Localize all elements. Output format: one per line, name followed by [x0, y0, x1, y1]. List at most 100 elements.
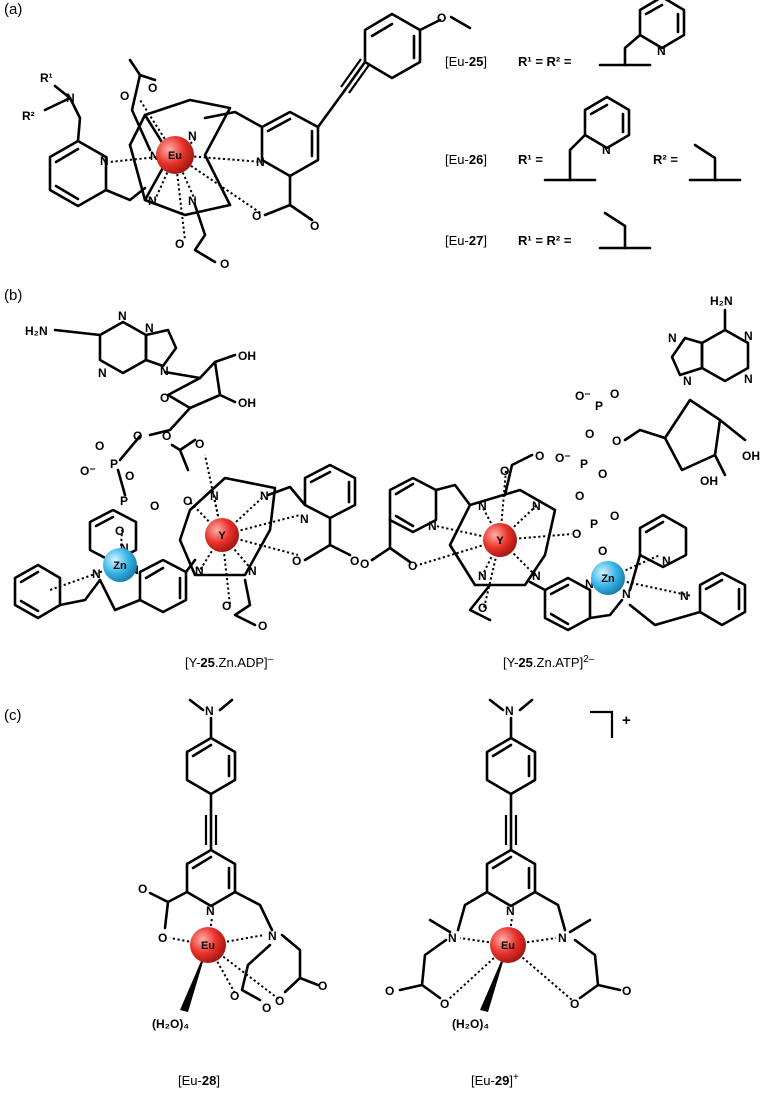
- svg-text:O: O: [95, 439, 104, 453]
- complex-label-25: [Eu-25] R¹ = R² =: [445, 54, 572, 69]
- svg-text:O: O: [622, 984, 631, 998]
- svg-text:Eu: Eu: [201, 940, 215, 952]
- carboxylate-o2: O: [310, 219, 319, 233]
- svg-text:N: N: [505, 704, 514, 718]
- amine-n: N: [66, 91, 75, 105]
- svg-text:O: O: [162, 429, 171, 443]
- svg-text:O: O: [158, 931, 167, 945]
- bracket-charge: +: [622, 712, 631, 729]
- y-metal-center-left: Y: [205, 518, 239, 552]
- svg-text:N: N: [683, 374, 692, 388]
- acetate-top-o2: O: [148, 81, 157, 95]
- svg-text:N: N: [585, 577, 594, 591]
- caption-y25-zn-atp: [Y-25.Zn.ATP]2–: [503, 654, 595, 671]
- svg-text:O: O: [318, 979, 327, 993]
- cyclen-n2: N: [188, 129, 197, 143]
- svg-text:N: N: [145, 321, 154, 335]
- svg-text:O: O: [575, 489, 584, 503]
- svg-text:N: N: [622, 587, 631, 601]
- svg-text:N: N: [602, 143, 611, 157]
- pyridine-ring-29: [485, 848, 537, 908]
- svg-text:O: O: [292, 554, 301, 568]
- svg-text:R¹ = R² =: R¹ = R² =: [518, 233, 572, 248]
- svg-text:O⁻: O⁻: [555, 451, 571, 465]
- svg-text:Zn: Zn: [601, 573, 615, 585]
- svg-text:O: O: [258, 619, 267, 633]
- svg-text:O: O: [160, 391, 169, 405]
- y-metal-center-right: Y: [483, 523, 517, 557]
- caption-y25-zn-adp: [Y-25.Zn.ADP]–: [185, 654, 274, 671]
- cyclen-ring-b-left: [178, 476, 277, 577]
- svg-text:O: O: [360, 557, 369, 571]
- svg-text:O: O: [133, 429, 142, 443]
- left-pyridine-ring: [48, 139, 108, 208]
- acetate-top-o: O: [120, 89, 129, 103]
- svg-text:P: P: [590, 517, 598, 531]
- acetate-bottom-o: O: [175, 237, 184, 251]
- svg-text:O: O: [150, 499, 159, 513]
- water-label-28: (H₂O)₄: [152, 1017, 189, 1031]
- svg-text:N: N: [744, 372, 753, 386]
- svg-text:N: N: [120, 541, 129, 555]
- svg-text:R¹ =: R¹ =: [518, 152, 543, 167]
- svg-text:O: O: [598, 467, 607, 481]
- svg-text:O: O: [610, 387, 619, 401]
- svg-text:R¹ = R² =: R¹ = R² =: [518, 54, 572, 69]
- svg-text:H₂N: H₂N: [710, 294, 733, 308]
- svg-text:R² =: R² =: [653, 152, 678, 167]
- svg-text:O: O: [275, 994, 284, 1008]
- carboxylate-o1: O: [252, 209, 261, 223]
- svg-text:N: N: [532, 569, 541, 583]
- svg-text:N: N: [300, 512, 309, 526]
- svg-text:N: N: [206, 904, 215, 918]
- svg-text:N: N: [205, 704, 214, 718]
- svg-text:N: N: [448, 931, 457, 945]
- svg-text:O: O: [598, 544, 607, 558]
- svg-text:O: O: [535, 449, 544, 463]
- pyridine-zn-left: [13, 563, 62, 620]
- svg-text:Y: Y: [496, 535, 504, 547]
- svg-text:O: O: [440, 997, 449, 1011]
- svg-text:OH: OH: [238, 349, 256, 363]
- svg-text:Y: Y: [218, 530, 226, 542]
- svg-text:O: O: [262, 1001, 271, 1015]
- right-pyridine-n: N: [256, 155, 265, 169]
- r-group-25-picolyl: N: [598, 0, 686, 67]
- svg-text:P: P: [595, 399, 603, 413]
- complex-label-27: [Eu-27] R¹ = R² =: [445, 233, 572, 248]
- right-pyridine-ring: [260, 110, 320, 178]
- svg-text:N: N: [506, 904, 515, 918]
- svg-text:N: N: [558, 931, 567, 945]
- svg-text:N: N: [668, 331, 677, 345]
- svg-text:O: O: [183, 494, 192, 508]
- pyridine-n: N: [100, 154, 109, 168]
- svg-text:Eu: Eu: [168, 150, 182, 162]
- eu-25-27-structure: N R¹ R² N N N N N O O O O N O O: [22, 11, 472, 271]
- svg-text:O: O: [385, 984, 394, 998]
- r2-label: R²: [22, 109, 35, 123]
- complex-label-26: [Eu-26] R¹ = R² =: [445, 152, 678, 167]
- svg-text:O⁻: O⁻: [575, 389, 591, 403]
- panel-c-tag: (c): [4, 707, 22, 724]
- methoxy-o: O: [437, 11, 446, 25]
- svg-text:N: N: [195, 564, 204, 578]
- svg-text:N: N: [662, 554, 671, 568]
- svg-text:H₂N: H₂N: [25, 324, 48, 338]
- svg-text:N: N: [118, 309, 127, 323]
- svg-text:O: O: [572, 527, 581, 541]
- svg-text:O: O: [612, 434, 621, 448]
- svg-text:OH: OH: [700, 474, 718, 488]
- svg-text:N: N: [680, 589, 689, 603]
- svg-text:P: P: [120, 494, 128, 508]
- cyclen-ring-b-right: [448, 488, 557, 587]
- svg-text:N: N: [744, 329, 753, 343]
- svg-text:N: N: [248, 564, 257, 578]
- svg-text:N: N: [98, 366, 107, 380]
- svg-text:O: O: [115, 524, 124, 538]
- svg-text:N: N: [268, 929, 277, 943]
- svg-text:O: O: [570, 997, 579, 1011]
- svg-text:O: O: [500, 464, 509, 478]
- svg-text:O: O: [408, 559, 417, 573]
- y25-zn-atp-structure: H₂N N N N N OH OH O P O⁻ O O P O⁻ O O P …: [360, 294, 760, 632]
- r-group-26-ethyl: [688, 143, 742, 182]
